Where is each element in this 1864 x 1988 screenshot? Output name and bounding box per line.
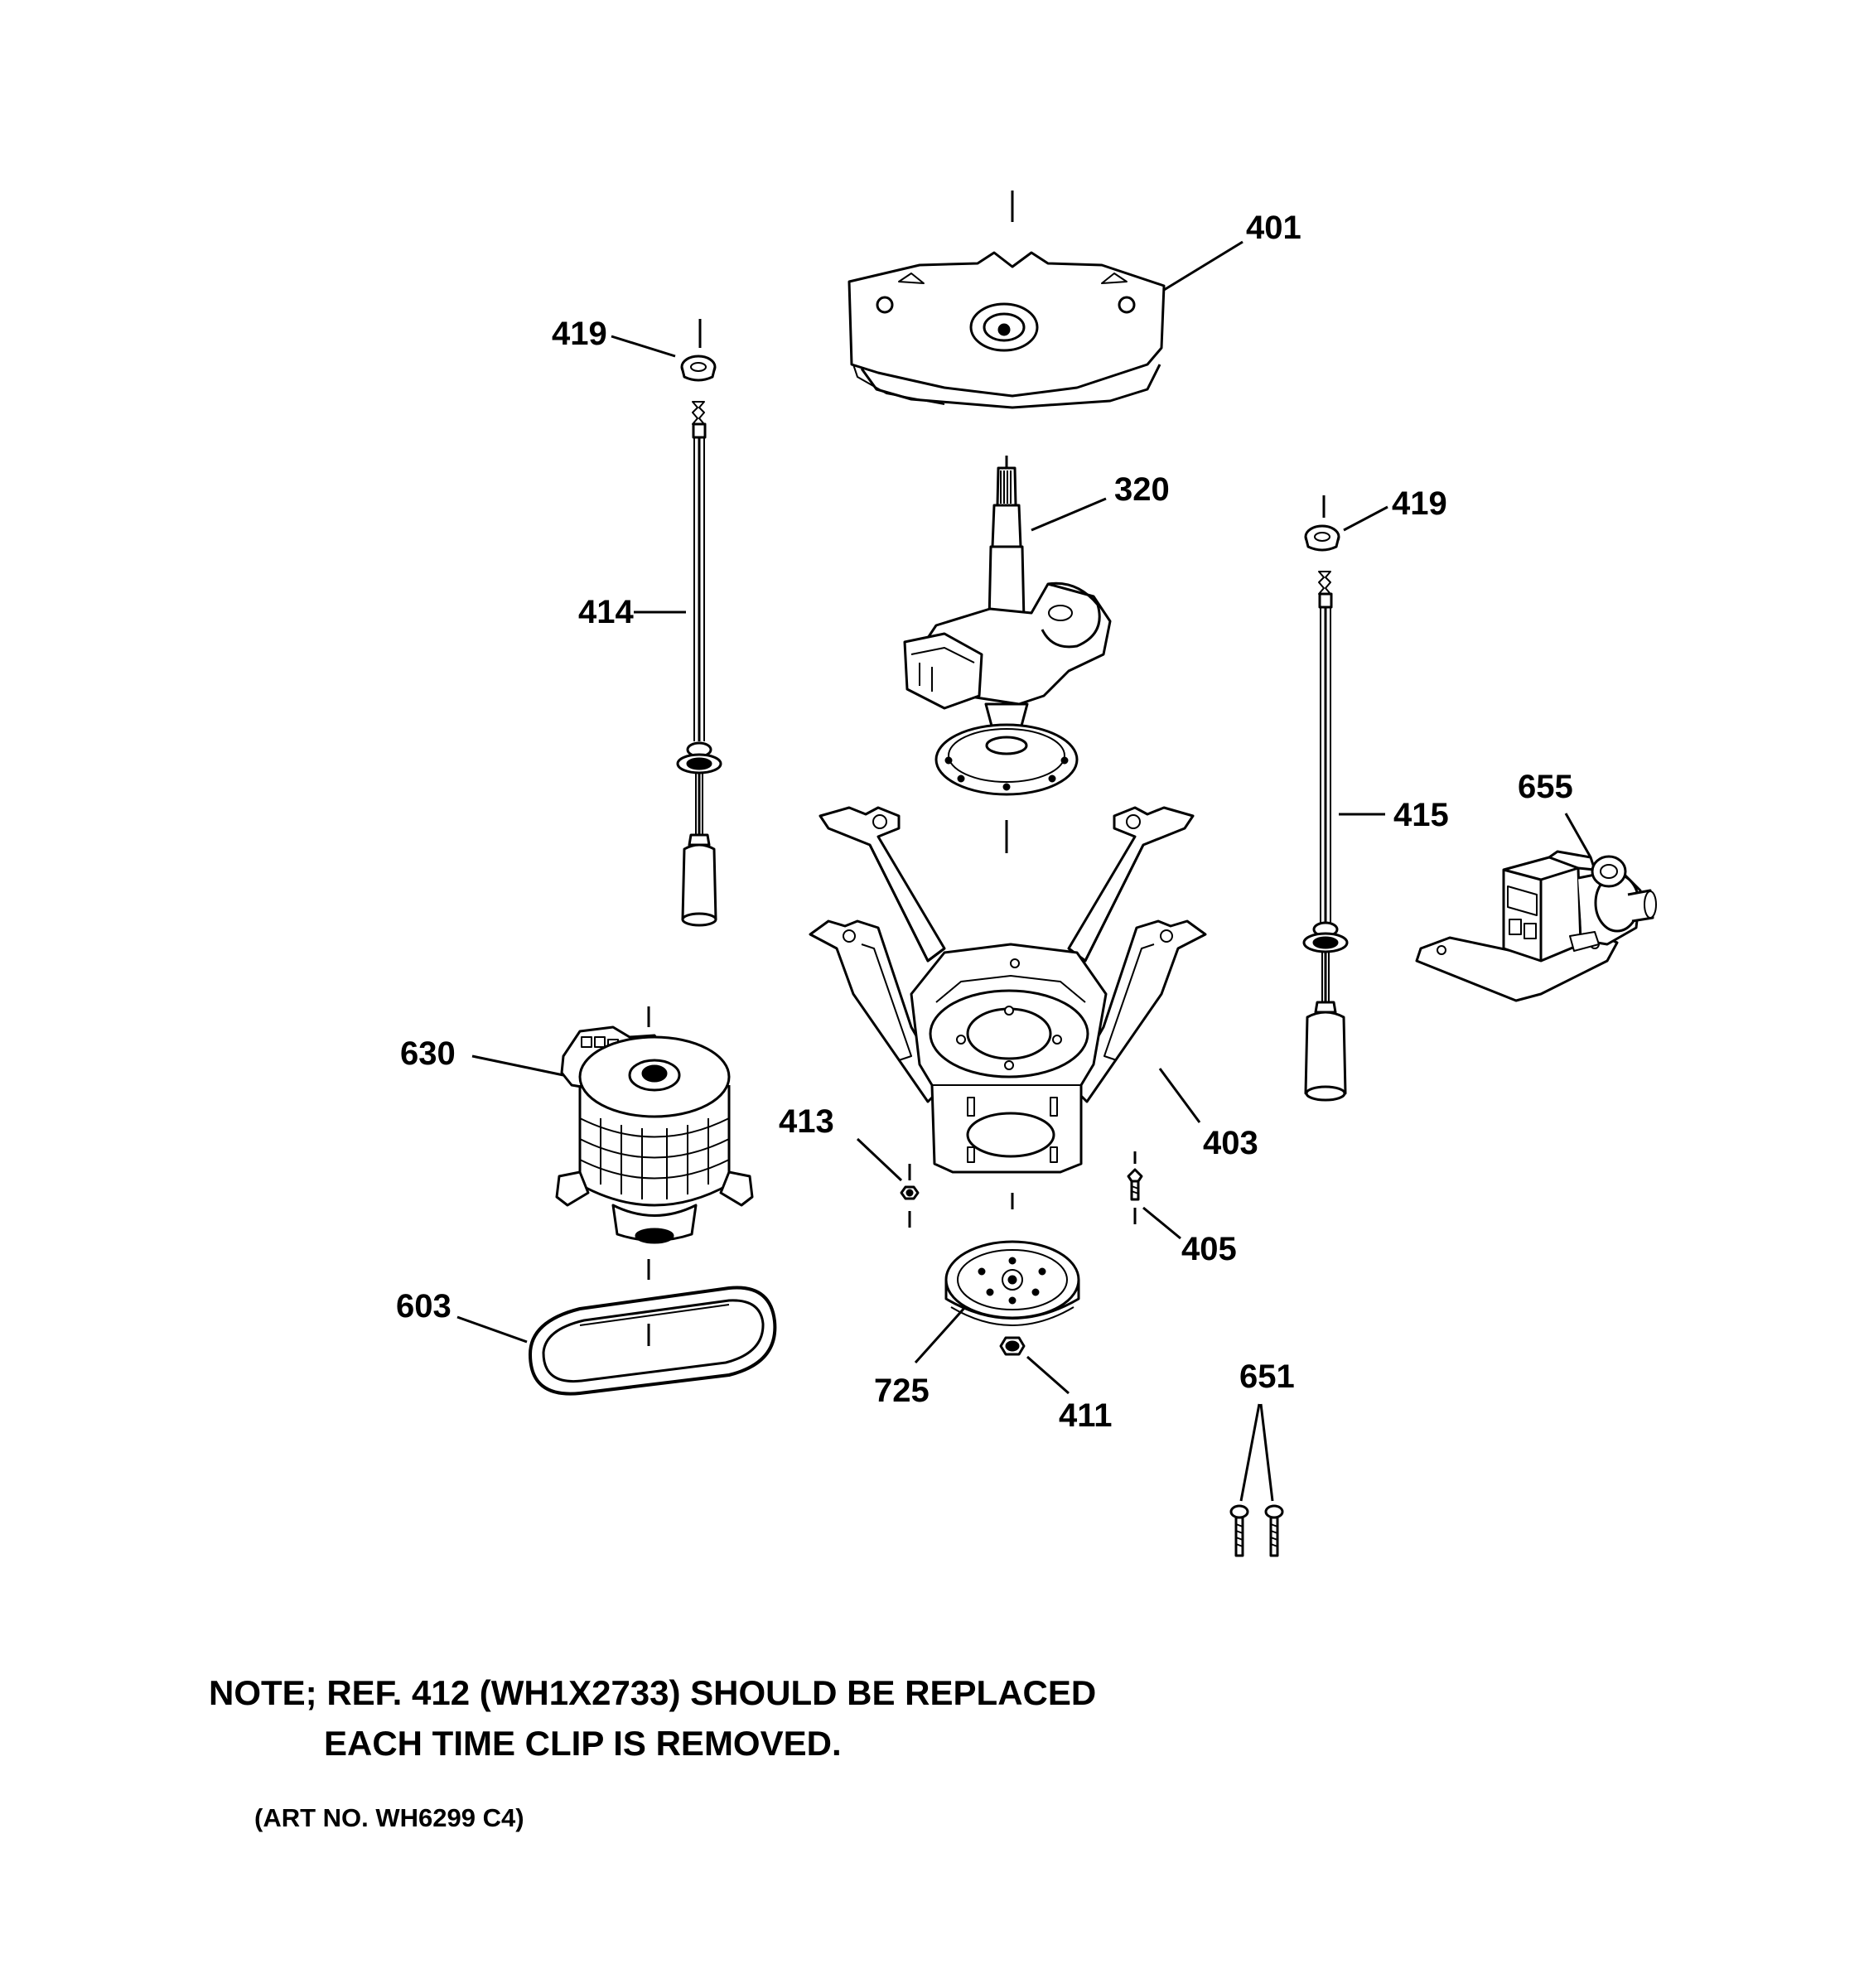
transmission-320 — [903, 456, 1112, 853]
leader-419-right — [1343, 505, 1388, 532]
leader-655 — [1564, 813, 1592, 858]
leader-411 — [1026, 1355, 1070, 1395]
leader-630 — [471, 1054, 564, 1077]
support-bracket-403 — [809, 806, 1207, 1209]
callout-403: 403 — [1203, 1125, 1258, 1161]
leader-419-left — [611, 335, 676, 358]
leader-651-b — [1259, 1403, 1274, 1502]
callout-655: 655 — [1518, 769, 1573, 805]
leader-651-a — [1239, 1403, 1261, 1502]
callout-419-right: 419 — [1392, 485, 1447, 522]
leader-403 — [1158, 1068, 1201, 1123]
cap-419-right — [1304, 495, 1340, 552]
pulley-725 — [944, 1240, 1080, 1326]
cover-plate-401 — [847, 191, 1166, 409]
callout-725: 725 — [874, 1373, 930, 1409]
callout-401: 401 — [1246, 210, 1301, 246]
leader-413 — [856, 1137, 903, 1182]
art-number: (ART NO. WH6299 C4) — [254, 1803, 524, 1832]
callout-419-left: 419 — [552, 316, 607, 352]
motor-630 — [555, 1006, 754, 1280]
leader-725 — [914, 1305, 967, 1364]
callout-630: 630 — [400, 1035, 456, 1072]
callout-405: 405 — [1181, 1231, 1237, 1267]
callout-320: 320 — [1114, 471, 1170, 508]
note-line-1: NOTE; REF. 412 (WH1X2733) SHOULD BE REPL… — [209, 1673, 1097, 1712]
screw-405 — [1127, 1151, 1143, 1224]
callout-413: 413 — [779, 1103, 834, 1140]
leader-401 — [1163, 240, 1243, 292]
leader-405 — [1142, 1206, 1181, 1240]
pump-655 — [1415, 850, 1657, 1002]
callout-415: 415 — [1393, 797, 1449, 833]
screws-651 — [1229, 1504, 1284, 1557]
suspension-rod-414 — [676, 401, 722, 927]
callout-603: 603 — [396, 1288, 452, 1325]
belt-603 — [529, 1286, 777, 1396]
nut-413 — [900, 1164, 920, 1228]
suspension-rod-415 — [1302, 571, 1349, 1102]
leader-320 — [1031, 497, 1107, 532]
callout-411: 411 — [1059, 1397, 1113, 1434]
callout-414: 414 — [578, 594, 634, 630]
leader-603 — [456, 1315, 528, 1344]
cap-419-left — [680, 319, 717, 382]
note-line-2: EACH TIME CLIP IS REMOVED. — [324, 1724, 842, 1763]
callout-651: 651 — [1239, 1358, 1295, 1395]
nut-411 — [999, 1336, 1026, 1356]
